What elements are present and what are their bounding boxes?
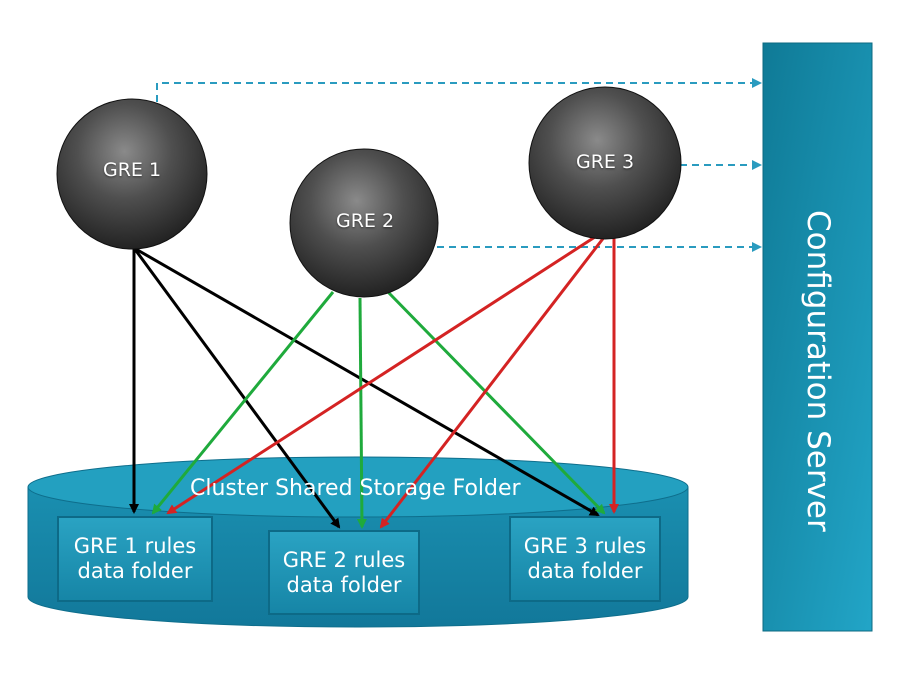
configuration-server-box (762, 42, 873, 632)
folder-label-gre1-line1: GRE 1 rules (73, 534, 197, 558)
folder-label-gre2-line2: data folder (286, 573, 402, 597)
gre2-arrows (151, 290, 606, 529)
arrow-gre2-folder1 (151, 291, 335, 515)
arrow-gre3-folder1 (166, 233, 599, 515)
gre3-label: GRE 3 (575, 151, 635, 173)
folder-label-gre1: GRE 1 rules data folder (58, 534, 212, 584)
folder-label-gre3: GRE 3 rules data folder (510, 534, 660, 584)
gre2-node (289, 148, 439, 298)
config-links (156, 78, 762, 252)
arrow-gre1-folder3 (133, 246, 600, 517)
gre3-arrows (166, 233, 619, 529)
gre1-node (56, 98, 208, 250)
arrow-gre2-folder3 (386, 290, 606, 515)
folder-box-gre3 (509, 516, 661, 602)
configuration-server-label: Configuration Server (800, 210, 836, 532)
arrow-gre1-folder2 (132, 247, 341, 529)
folder-label-gre2: GRE 2 rules data folder (269, 548, 419, 598)
folder-box-gre2 (268, 530, 420, 615)
folder-label-gre2-line1: GRE 2 rules (282, 548, 406, 572)
folder-box-gre1 (57, 516, 213, 602)
gre1-arrows (129, 246, 600, 529)
storage-title: Cluster Shared Storage Folder (190, 476, 521, 501)
gre2-label: GRE 2 (335, 210, 395, 232)
arrow-gre3-folder2 (379, 235, 607, 529)
folder-label-gre3-line1: GRE 3 rules (523, 534, 647, 558)
config-link-gre1 (156, 78, 762, 102)
arrow-gre2-folder2 (356, 297, 367, 529)
gre3-node (528, 86, 682, 240)
gre1-label: GRE 1 (102, 159, 162, 181)
folder-label-gre1-line2: data folder (77, 559, 193, 583)
folder-label-gre3-line2: data folder (527, 559, 643, 583)
